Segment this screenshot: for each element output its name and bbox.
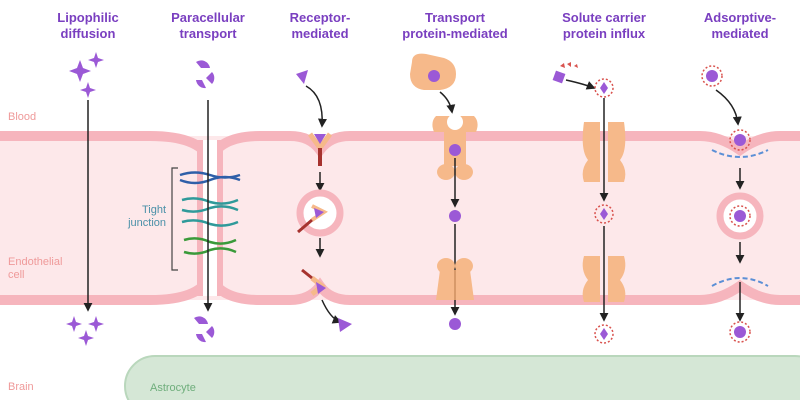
adsorptive-particle-bottom	[729, 321, 751, 343]
header-receptor: Receptor- mediated	[289, 10, 351, 41]
header-adsorptive: Adsorptive- mediated	[703, 10, 777, 41]
receptor-release	[301, 268, 327, 296]
adsorptive-arrow-1	[715, 89, 742, 126]
transport-molecule-3	[449, 318, 461, 330]
label-brain: Brain	[8, 381, 34, 393]
paracellular-molecules-top	[196, 60, 215, 89]
adsorptive-vesicle	[716, 192, 764, 240]
transport-protein-top	[432, 114, 478, 180]
solute-complex-top	[594, 78, 614, 98]
solute-complex-mid	[594, 204, 614, 224]
receptor-arrow-1	[305, 85, 327, 128]
adsorptive-membrane-charge-top	[711, 149, 769, 158]
receptor-arrow-4	[321, 299, 342, 324]
solute-molecules-top	[552, 62, 578, 84]
solute-arrow-1	[565, 79, 596, 90]
carrier-protein-top	[410, 53, 456, 90]
transport-arrow-1	[439, 91, 456, 114]
header-solute-carrier: Solute carrier protein influx	[562, 10, 646, 41]
solute-carrier-top	[582, 122, 626, 182]
transport-protein-bottom	[436, 258, 474, 300]
transport-molecule-1	[449, 144, 461, 156]
paracellular-molecules-bottom	[194, 316, 215, 343]
header-transport-protein: Transport protein-mediated	[402, 10, 508, 41]
adsorptive-particle-top	[701, 65, 723, 87]
label-tight-junction: Tight junction	[128, 204, 166, 229]
receptor-ligand-top	[296, 70, 308, 84]
label-blood: Blood	[8, 111, 37, 123]
solute-complex-bottom	[594, 324, 614, 344]
lipophilic-molecules-bottom	[66, 316, 104, 346]
receptor-ligand-bottom	[338, 318, 352, 332]
receptor-bound-top	[307, 132, 333, 166]
tight-junction-strands	[179, 171, 241, 255]
header-lipophilic: Lipophilic diffusion	[57, 10, 119, 41]
solute-carrier-bottom	[582, 256, 626, 302]
transport-molecule-2	[449, 210, 461, 222]
receptor-vesicle	[296, 189, 344, 237]
header-paracellular: Paracellular transport	[171, 10, 245, 41]
astrocyte-cell	[124, 355, 800, 400]
lipophilic-molecules-top	[69, 52, 104, 98]
label-endothelial-cell: Endothelial cell	[8, 256, 63, 281]
adsorptive-particle-bound	[729, 129, 751, 151]
tight-junction-bracket	[171, 167, 178, 271]
label-astrocyte: Astrocyte	[150, 382, 196, 394]
